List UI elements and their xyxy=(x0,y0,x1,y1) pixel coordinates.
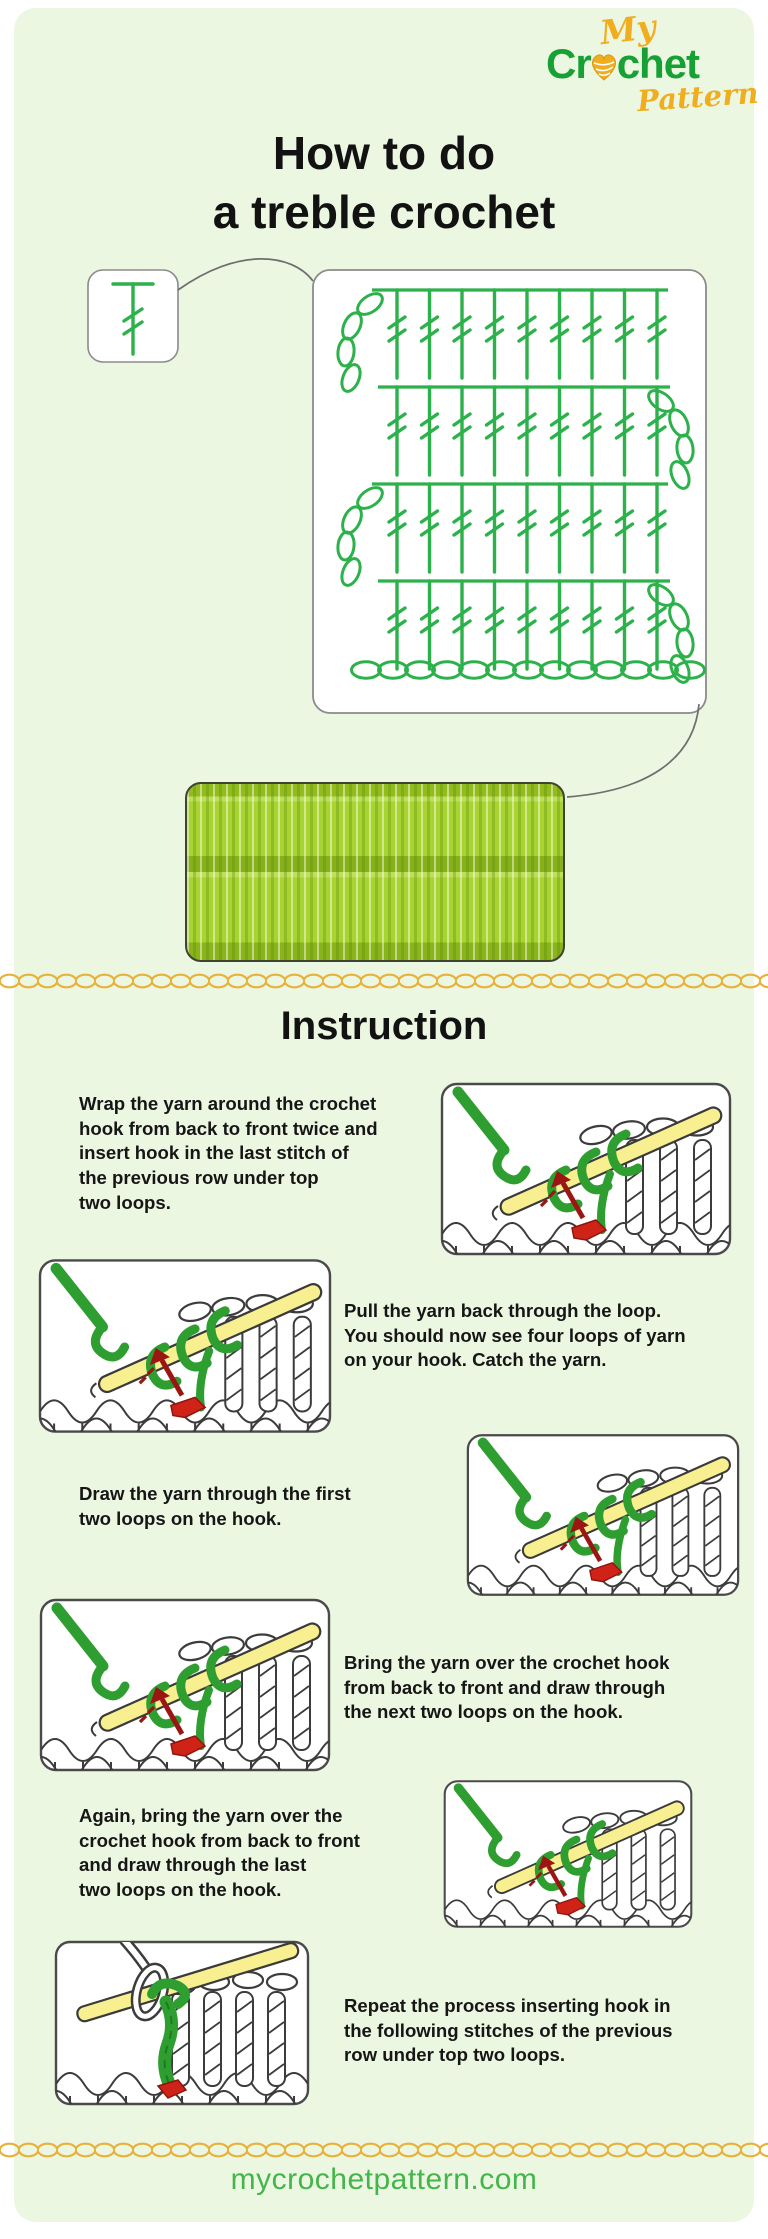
title-line-1: How to do xyxy=(272,127,496,179)
step-1-illustration xyxy=(440,1082,732,1256)
instruction-heading: Instruction xyxy=(280,1004,488,1048)
chain-divider xyxy=(0,972,768,990)
connector-chart-to-swatch xyxy=(566,703,700,798)
step-6-text: Repeat the process inserting hook in the… xyxy=(344,1995,673,2066)
step-6-illustration xyxy=(54,1940,310,2106)
footer-website-link[interactable]: mycrochetpattern.com xyxy=(230,2163,538,2196)
crochet-chart-diagram xyxy=(87,258,707,798)
title-line-2: a treble crochet xyxy=(212,186,556,238)
step-2-text: Pull the yarn back through the loop. You… xyxy=(344,1300,686,1371)
step-4-illustration xyxy=(38,1598,332,1772)
page-title: How to do a treble crochet xyxy=(0,124,768,242)
logo-word-pattern: Pattern xyxy=(635,75,760,119)
step-4-text: Bring the yarn over the crochet hook fro… xyxy=(344,1652,670,1723)
connector-symbol-to-chart xyxy=(177,258,314,291)
step-5-text: Again, bring the yarn over the crochet h… xyxy=(79,1805,360,1901)
chain-divider xyxy=(0,2141,768,2159)
crochet-swatch-photo xyxy=(185,782,565,962)
step-3-text: Draw the yarn through the first two loop… xyxy=(79,1483,351,1529)
yarn-heart-icon xyxy=(591,54,616,81)
treble-crochet-symbol xyxy=(111,282,155,356)
step-1-text: Wrap the yarn around the crochet hook fr… xyxy=(79,1093,378,1213)
step-5-illustration xyxy=(443,1770,693,1938)
foundation-chain xyxy=(350,660,706,680)
chart-box xyxy=(312,269,707,714)
step-3-illustration xyxy=(466,1430,740,1600)
step-2-illustration xyxy=(38,1258,332,1434)
row-top-bars xyxy=(372,288,670,583)
